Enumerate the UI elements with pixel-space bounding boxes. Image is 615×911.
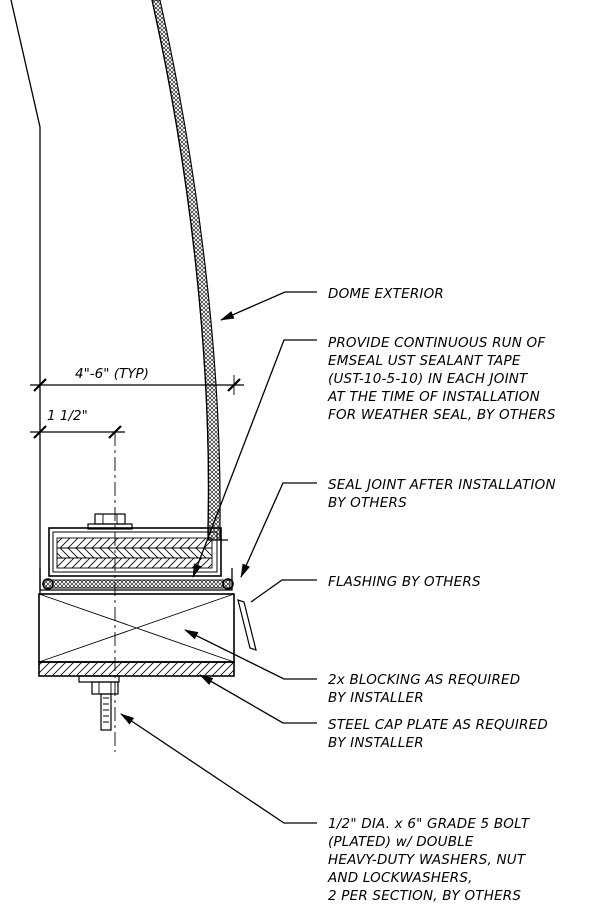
bolt-top-hardware: [87, 513, 133, 530]
blocking: [38, 593, 235, 663]
leader-bolt: [120, 713, 317, 824]
leader-seal-joint: [240, 482, 317, 578]
callout-line: 2x BLOCKING AS REQUIRED: [328, 672, 520, 688]
sealant-tape-strip: [43, 579, 231, 589]
leader-lines: [120, 291, 317, 824]
bolt-bottom-hardware: [78, 675, 120, 731]
callout-blocking: 2x BLOCKING AS REQUIRED BY INSTALLER: [328, 672, 520, 706]
callout-line: BY OTHERS: [328, 495, 407, 511]
callout-line: AT THE TIME OF INSTALLATION: [327, 389, 540, 405]
callout-line: PROVIDE CONTINUOUS RUN OF: [328, 335, 545, 351]
callout-bolt: 1/2" DIA. x 6" GRADE 5 BOLT (PLATED) w/ …: [327, 816, 531, 904]
callout-line: STEEL CAP PLATE AS REQUIRED: [328, 717, 548, 733]
dome-wall: [10, 0, 228, 595]
callout-line: 2 PER SECTION, BY OTHERS: [328, 888, 521, 904]
flashing: [237, 599, 257, 651]
callout-line: BY INSTALLER: [328, 735, 424, 751]
callout-line: SEAL JOINT AFTER INSTALLATION: [328, 477, 556, 493]
dimension-overall: 4"-6" (TYP): [30, 366, 244, 395]
steel-cap-plate: [38, 661, 235, 677]
callout-line: AND LOCKWASHERS,: [327, 870, 473, 886]
callout-line: HEAVY-DUTY WASHERS, NUT: [328, 852, 527, 868]
dimension-offset-text: 1 1/2": [47, 408, 88, 424]
callout-line: (UST-10-5-10) IN EACH JOINT: [328, 371, 529, 387]
leader-dome-exterior: [220, 291, 317, 321]
callout-flashing: FLASHING BY OTHERS: [328, 574, 481, 590]
callout-sealant-tape: PROVIDE CONTINUOUS RUN OF EMSEAL UST SEA…: [327, 335, 556, 423]
callout-line: FLASHING BY OTHERS: [328, 574, 481, 590]
dimension-offset: 1 1/2": [30, 408, 125, 442]
seal-joint-left: [42, 578, 54, 590]
callout-line: FOR WEATHER SEAL, BY OTHERS: [328, 407, 556, 423]
callout-cap-plate: STEEL CAP PLATE AS REQUIRED BY INSTALLER: [328, 717, 548, 751]
callout-line: (PLATED) w/ DOUBLE: [328, 834, 474, 850]
callout-line: EMSEAL UST SEALANT TAPE: [328, 353, 521, 369]
seal-joint-right: [222, 578, 234, 590]
leader-blocking: [184, 629, 317, 680]
callout-dome-exterior: DOME EXTERIOR: [328, 286, 444, 302]
leader-cap-plate: [199, 674, 317, 724]
base-ring-assembly: [39, 527, 234, 591]
dimension-overall-text: 4"-6" (TYP): [75, 366, 149, 382]
callout-line: BY INSTALLER: [328, 690, 424, 706]
callout-line: 1/2" DIA. x 6" GRADE 5 BOLT: [328, 816, 531, 832]
leader-flashing: [250, 579, 317, 603]
callout-seal-joint: SEAL JOINT AFTER INSTALLATION BY OTHERS: [328, 477, 556, 511]
callout-line: DOME EXTERIOR: [328, 286, 444, 302]
dome-exterior-shell: [151, 0, 221, 541]
leader-sealant-tape: [192, 339, 317, 578]
